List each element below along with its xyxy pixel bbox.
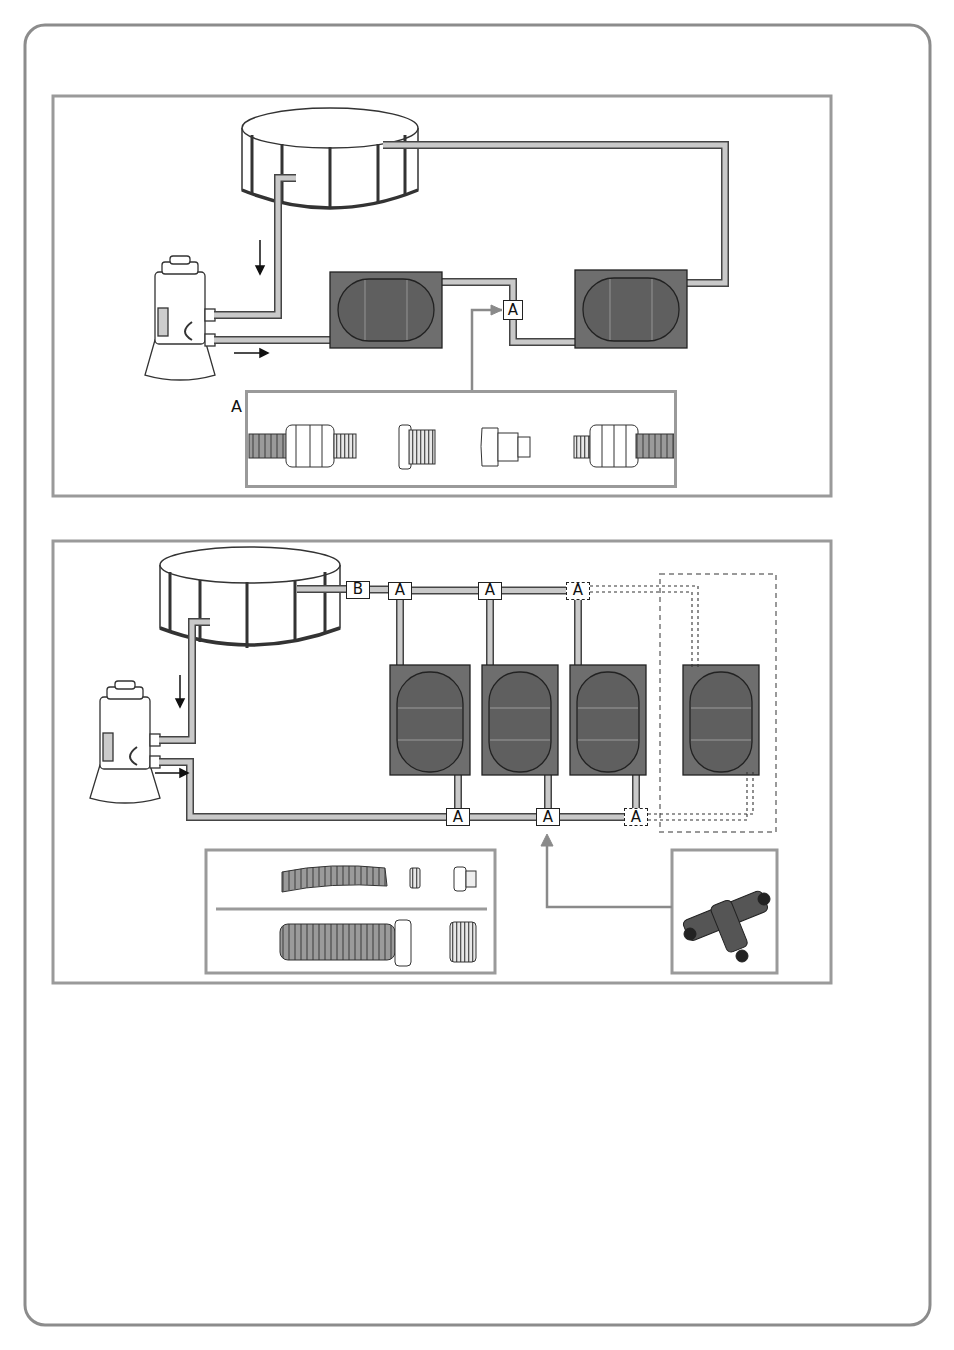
connector-box: A [536,808,560,826]
fitting-letter: A [485,583,495,598]
callout-letter: A [231,399,242,414]
connector-box: A [446,808,470,826]
connector-box: A [566,582,590,600]
connector-box: A [624,808,648,826]
connector-box: B [346,581,370,599]
connector-box: A [503,300,523,320]
fitting-letter: A [573,583,583,598]
fitting-letter: A [631,810,641,825]
fitting-letter: B [353,582,363,597]
detail-box: A [245,390,677,488]
leader-arrow [472,305,502,390]
connector-box: A [478,582,502,600]
pipe-connector [411,590,479,591]
fitting-letter: A [543,810,553,825]
pipe-connector [559,817,625,818]
pipe-connector [469,817,537,818]
pipe-connector [501,590,567,591]
fitting-letter: A [453,810,463,825]
connector-box: A [388,582,412,600]
pipe-connector [369,589,389,590]
fitting-letter: A [395,583,405,598]
fitting-letter: A [508,303,518,318]
